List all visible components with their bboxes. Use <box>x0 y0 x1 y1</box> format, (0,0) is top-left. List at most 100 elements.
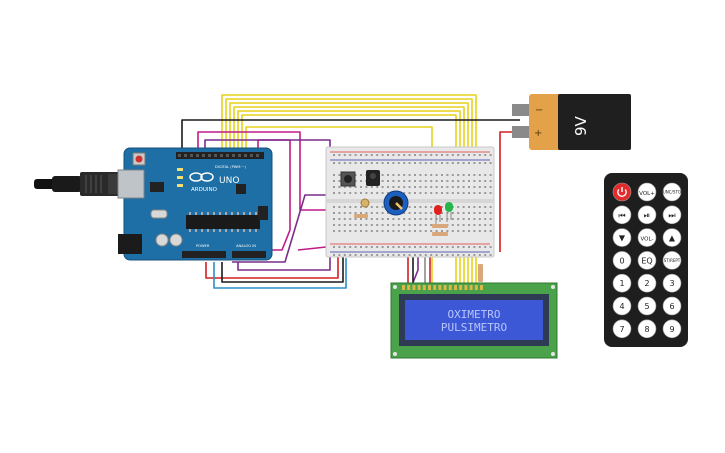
breadboard-hole <box>424 154 427 156</box>
breadboard-hole <box>360 162 362 164</box>
breadboard-hole <box>365 162 368 164</box>
breadboard-hole <box>462 192 465 194</box>
breadboard-hole <box>403 162 406 164</box>
breadboard-hole <box>360 246 362 248</box>
breadboard-hole <box>338 162 341 164</box>
digital-pin[interactable] <box>184 154 187 157</box>
chip-pin <box>255 212 257 215</box>
breadboard-hole <box>387 218 389 220</box>
led-green-icon[interactable] <box>445 202 453 222</box>
digital-pin[interactable] <box>220 154 223 157</box>
arduino-uno-board[interactable]: ARDUINO UNO DIGITAL (PWM ~) POWER ANALOG… <box>117 147 273 261</box>
breadboard-hole <box>338 180 341 182</box>
digital-pin[interactable] <box>238 154 241 157</box>
breadboard-hole <box>457 230 460 232</box>
remote-button-10[interactable]: EQ <box>637 251 657 270</box>
digital-pin[interactable] <box>214 154 217 157</box>
wire-black-gnd[interactable] <box>221 240 344 283</box>
wire-black-battery[interactable] <box>181 119 520 152</box>
battery-voltage-label: 9V <box>572 115 590 136</box>
digital-pin[interactable] <box>190 154 193 157</box>
breadboard-hole <box>451 218 454 220</box>
breadboard-hole <box>338 230 341 232</box>
remote-button-2[interactable]: FUNC/STOP <box>661 182 684 202</box>
breadboard-hole <box>473 186 476 188</box>
remote-button-7[interactable]: VOL- <box>637 228 657 247</box>
breadboard-hole <box>408 154 411 156</box>
wire-magenta-2[interactable] <box>250 139 291 251</box>
remote-button-9[interactable]: 0 <box>612 251 632 270</box>
digital-pin[interactable] <box>196 154 199 157</box>
digital-pin[interactable] <box>250 154 253 157</box>
digital-pin[interactable] <box>202 154 205 157</box>
remote-button-17[interactable]: 6 <box>662 296 682 316</box>
breadboard-hole <box>435 186 438 188</box>
wire-red-battery[interactable] <box>499 131 520 252</box>
breadboard[interactable] <box>325 146 495 258</box>
remote-button-14[interactable]: 3 <box>662 273 682 293</box>
power-jack[interactable] <box>118 234 142 254</box>
breadboard-hole <box>338 174 341 176</box>
breadboard-hole <box>370 224 373 226</box>
regulator <box>150 182 164 192</box>
remote-button-5[interactable]: ⏭ <box>662 205 682 225</box>
led-red-icon[interactable] <box>434 205 442 224</box>
remote-button-12[interactable]: 1 <box>612 273 632 293</box>
breadboard-hole <box>349 230 352 232</box>
photoresistor[interactable] <box>360 198 370 208</box>
potentiometer[interactable] <box>383 190 409 216</box>
breadboard-hole <box>354 162 357 164</box>
ir-receiver[interactable] <box>366 170 380 186</box>
remote-button-15[interactable]: 4 <box>612 296 632 316</box>
remote-button-19[interactable]: 8 <box>637 319 657 339</box>
breadboard-hole <box>462 180 465 182</box>
remote-button-16[interactable]: 5 <box>637 296 657 316</box>
breadboard-hole <box>349 254 352 256</box>
breadboard-hole <box>473 154 476 156</box>
remote-button-power[interactable] <box>612 182 632 202</box>
breadboard-hole <box>435 218 438 220</box>
breadboard-hole <box>365 192 368 194</box>
remote-button-1[interactable]: VOL+ <box>637 182 657 202</box>
breadboard-hole <box>392 224 395 226</box>
pushbutton[interactable] <box>340 171 356 187</box>
battery-9v[interactable]: − + 9V <box>512 94 631 150</box>
remote-button-label: ▲ <box>669 234 676 243</box>
remote-button-label: ⏯ <box>644 211 650 220</box>
lcd-pin <box>480 285 483 290</box>
breadboard-hole <box>478 192 481 194</box>
analog-header[interactable] <box>232 251 266 258</box>
wire-magenta-1[interactable] <box>197 131 330 211</box>
breadboard-hole <box>376 206 379 208</box>
power-header[interactable] <box>182 251 226 258</box>
lcd-display[interactable]: OXIMETRO PULSIMETRO <box>390 282 558 359</box>
breadboard-hole <box>424 224 427 226</box>
remote-button-8[interactable]: ▲ <box>662 228 682 247</box>
remote-button-4[interactable]: ⏯ <box>637 205 657 225</box>
lcd-pin <box>448 285 452 290</box>
breadboard-hole <box>343 224 346 226</box>
breadboard-hole <box>441 192 443 194</box>
breadboard-hole <box>457 162 460 164</box>
digital-pin[interactable] <box>256 154 259 157</box>
breadboard-hole <box>489 246 492 248</box>
digital-pin[interactable] <box>208 154 211 157</box>
digital-pin[interactable] <box>178 154 181 157</box>
remote-button-3[interactable]: ⏮ <box>612 205 632 225</box>
remote-button-20[interactable]: 9 <box>662 319 682 339</box>
breadboard-hole <box>451 180 454 182</box>
digital-pin[interactable] <box>244 154 247 157</box>
breadboard-hole <box>414 162 416 164</box>
breadboard-hole <box>451 246 454 248</box>
wire-blue[interactable] <box>213 258 347 289</box>
digital-pin[interactable] <box>226 154 229 157</box>
usb-port[interactable] <box>117 169 145 199</box>
remote-button-18[interactable]: 7 <box>612 319 632 339</box>
breadboard-hole <box>457 212 460 214</box>
remote-button-13[interactable]: 2 <box>637 273 657 293</box>
remote-button-6[interactable]: ▼ <box>612 228 632 247</box>
remote-button-11[interactable]: ST/REPT <box>662 251 682 270</box>
digital-pin[interactable] <box>232 154 235 157</box>
